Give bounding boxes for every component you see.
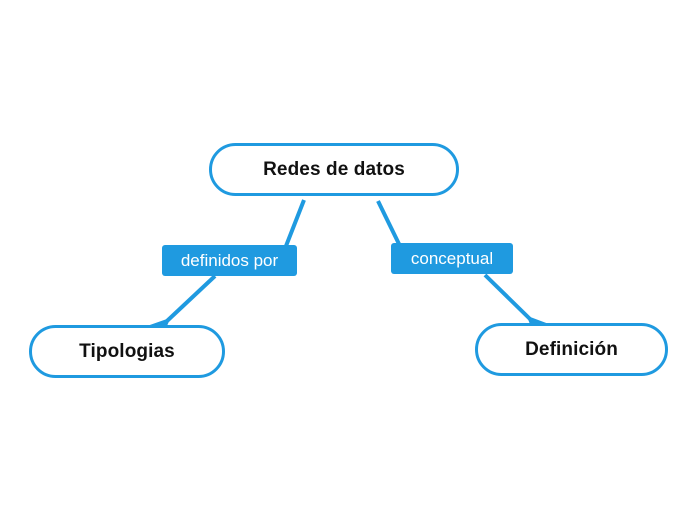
node-root-label: Redes de datos <box>263 159 405 180</box>
node-root[interactable]: Redes de datos <box>209 143 459 196</box>
node-definicion[interactable]: Definición <box>475 323 668 376</box>
connector-conceptual-to-definicion <box>483 273 556 345</box>
node-definicion-label: Definición <box>525 339 618 360</box>
edge-label-conceptual-text: conceptual <box>410 249 494 268</box>
connector-root-to-definidos-por <box>284 199 306 247</box>
node-tipologias[interactable]: Tipologias <box>29 325 225 378</box>
node-tipologias-label: Tipologias <box>79 341 175 362</box>
connector-definidos-por-to-tipologias <box>141 274 217 346</box>
connector-root-to-conceptual <box>376 200 401 245</box>
edge-label-conceptual[interactable]: conceptual <box>391 243 513 274</box>
edge-label-definidos-por-text: definidos por <box>180 251 279 270</box>
edge-label-definidos-por[interactable]: definidos por <box>162 245 297 276</box>
